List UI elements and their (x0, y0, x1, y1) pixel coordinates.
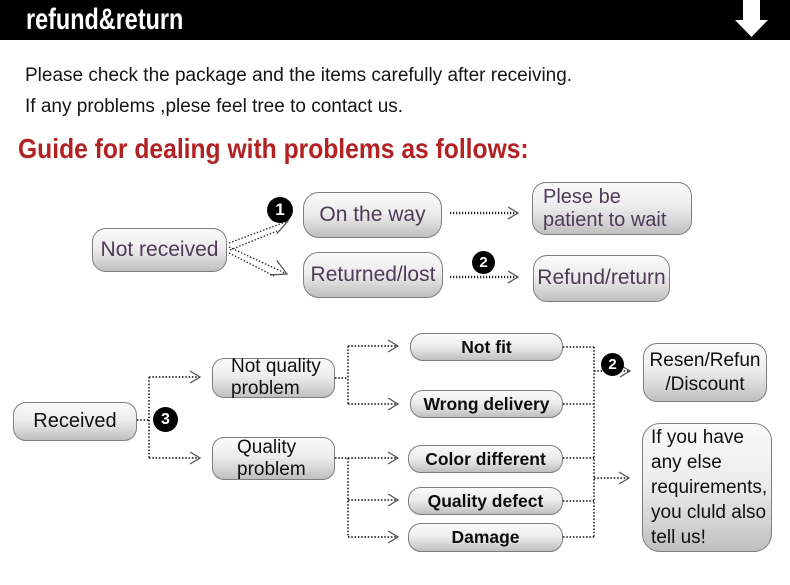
intro-line-1: Please check the package and the items c… (25, 65, 573, 86)
guide-heading: Guide for dealing with problems as follo… (18, 133, 529, 164)
step-badge-3: 3 (153, 407, 178, 432)
node-label: Not fit (461, 336, 512, 357)
node-label-line2: patient to wait (543, 208, 667, 231)
arrow-notreceived-ontheway (228, 218, 290, 244)
note-line3: requirements, (651, 477, 768, 498)
node-resen-refun-discount: Resen/Refun /Discount (643, 343, 767, 402)
node-label: Wrong delivery (423, 393, 550, 414)
node-returned-lost: Returned/lost (303, 252, 443, 298)
note-line5: tell us! (651, 527, 706, 548)
down-arrow-icon (735, 0, 768, 37)
node-refund-return: Refund/return (533, 255, 670, 302)
node-on-the-way: On the way (303, 192, 442, 238)
node-label: Not received (100, 237, 219, 261)
node-label: On the way (319, 202, 426, 226)
step-badge-1: 1 (267, 197, 293, 223)
banner-title: refund&return (26, 3, 184, 36)
node-label: Refund/return (537, 266, 666, 290)
node-label-line1: Resen/Refun (649, 349, 761, 371)
node-label: Color different (425, 448, 546, 469)
step-badge-2b: 2 (601, 353, 624, 376)
node-label-line2: /Discount (665, 373, 745, 395)
note-line1: If you have (651, 427, 744, 448)
node-received: Received (13, 402, 137, 441)
node-quality-defect: Quality defect (408, 487, 563, 515)
node-patient-wait: Plese be patient to wait (532, 182, 692, 235)
node-quality-problem: Quality problem (212, 437, 335, 480)
node-not-quality-problem: Not quality problem (212, 356, 335, 399)
node-not-fit: Not fit (410, 333, 563, 361)
node-damage: Damage (408, 523, 563, 552)
node-label-line1: Quality (237, 436, 297, 458)
node-label-line1: Plese be (543, 185, 621, 208)
note-line2: any else (651, 452, 722, 473)
node-label: Quality defect (427, 490, 544, 511)
node-label: Returned/lost (310, 262, 436, 286)
arrow-notreceived-returnedlost (228, 246, 289, 276)
intro-line-2: If any problems ,plese feel tree to cont… (25, 96, 404, 117)
node-label: Damage (451, 527, 520, 548)
node-not-received: Not received (92, 228, 227, 272)
node-label-line2: problem (237, 458, 306, 480)
node-label-line2: problem (231, 378, 300, 399)
node-color-different: Color different (408, 445, 563, 473)
node-label: Received (33, 410, 117, 432)
step-badge-2: 2 (472, 251, 495, 274)
node-any-else-note: If you have any else requirements, you c… (642, 423, 772, 552)
node-wrong-delivery: Wrong delivery (410, 390, 563, 418)
title-banner: refund&return (0, 0, 790, 40)
note-line4: you cluld also (651, 502, 767, 523)
node-label-line1: Not quality (231, 356, 321, 378)
